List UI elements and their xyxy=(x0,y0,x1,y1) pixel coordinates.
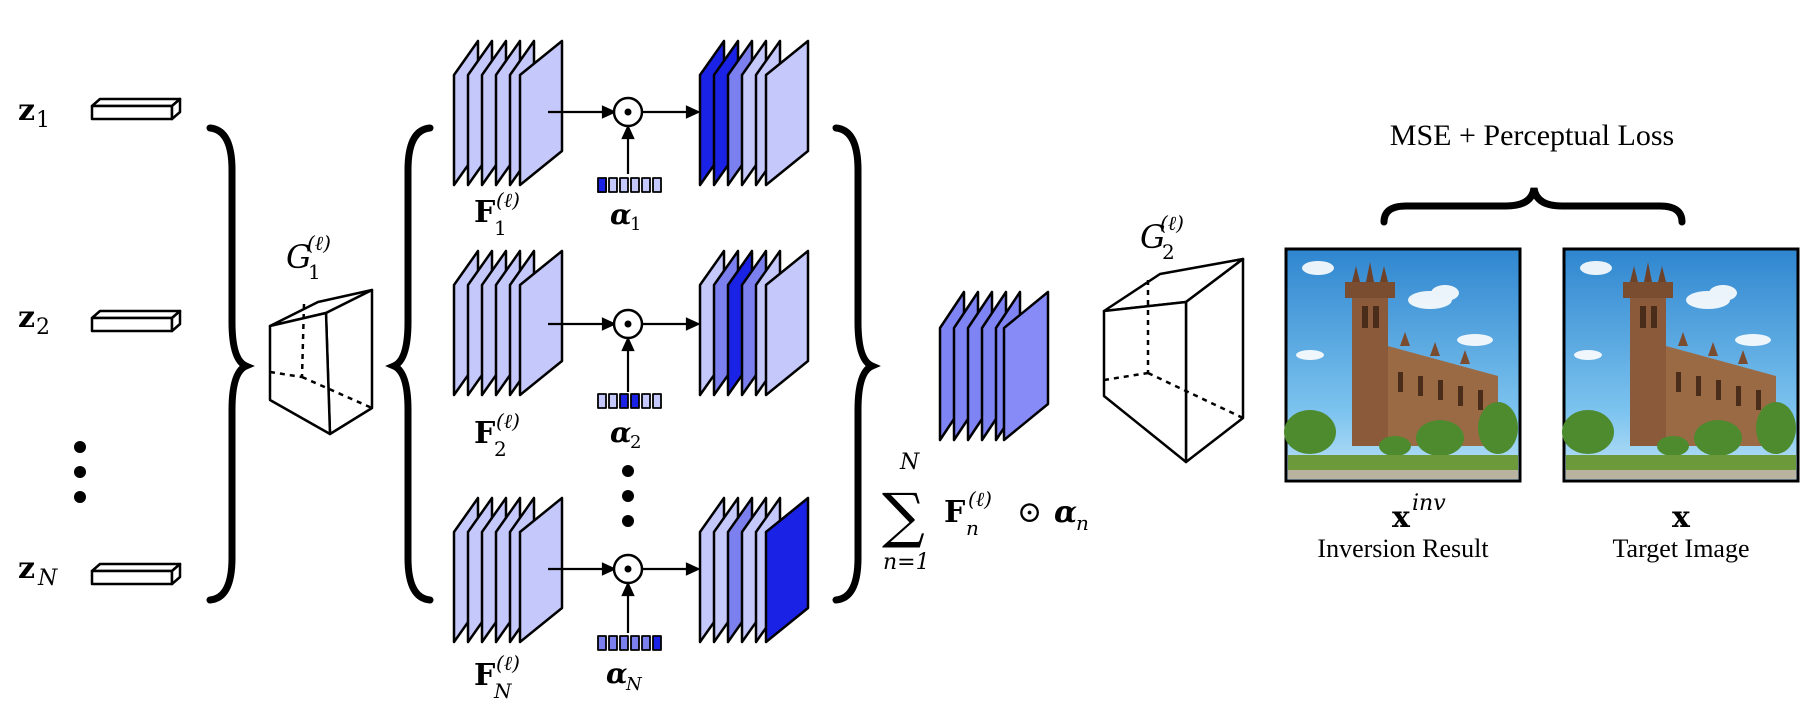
cloud-icon xyxy=(1296,261,1493,360)
inversion-result-symbol: x inv xyxy=(1392,491,1446,535)
svg-text:F: F xyxy=(944,495,965,530)
alpha-2-label: α 2 xyxy=(610,416,641,453)
weighted-stack-N xyxy=(698,496,810,644)
trees-icon xyxy=(1562,402,1796,456)
svg-text:G: G xyxy=(286,238,312,276)
alpha-weights-1 xyxy=(597,177,662,193)
svg-text:F: F xyxy=(474,195,495,230)
svg-text:2: 2 xyxy=(36,315,50,340)
svg-text:∑: ∑ xyxy=(882,481,925,551)
arrow-alpha1-to-op xyxy=(621,124,635,174)
latent-dots xyxy=(74,441,86,503)
loss-title: MSE + Perceptual Loss xyxy=(1390,119,1674,152)
latent-z1-bar xyxy=(90,97,182,121)
svg-text:(ℓ): (ℓ) xyxy=(496,651,520,675)
svg-text:1: 1 xyxy=(36,108,50,133)
arrow-f1-to-op xyxy=(548,105,617,119)
svg-text:F: F xyxy=(474,658,495,693)
svg-text:2: 2 xyxy=(630,432,641,453)
svg-text:α: α xyxy=(610,416,632,449)
latent-z2: z 2 xyxy=(18,300,182,340)
weighted-stack-1 xyxy=(698,39,810,187)
svg-text:1: 1 xyxy=(494,216,507,240)
latent-zN-bar xyxy=(90,562,182,586)
svg-text:z: z xyxy=(18,93,35,128)
svg-text:F: F xyxy=(474,416,495,451)
target-symbol: x xyxy=(1672,500,1691,535)
generator-g1-label: G 1 (ℓ) xyxy=(286,231,331,284)
hadamard-op-1 xyxy=(612,96,644,128)
features-right-brace xyxy=(832,124,881,604)
arrow-fN-to-op xyxy=(548,562,617,576)
svg-text:α: α xyxy=(606,657,628,690)
svg-text:n: n xyxy=(1076,511,1089,535)
church-icon xyxy=(1345,262,1498,446)
feature-1-label: F 1 (ℓ) xyxy=(474,188,520,240)
svg-text:⊙: ⊙ xyxy=(1017,495,1042,530)
weighted-stack-2 xyxy=(698,249,810,397)
svg-text:(ℓ): (ℓ) xyxy=(307,231,331,255)
feature-N-label: F N (ℓ) xyxy=(474,651,520,703)
svg-text:n=1: n=1 xyxy=(883,550,930,575)
alpha-N-label: α N xyxy=(606,657,643,695)
svg-text:n: n xyxy=(966,516,979,540)
arrow-alpha2-to-op xyxy=(621,336,635,392)
cloud-icon xyxy=(1574,261,1771,360)
svg-text:z: z xyxy=(18,551,35,586)
svg-text:inv: inv xyxy=(1412,491,1446,516)
generator-g1-block xyxy=(268,288,374,436)
svg-text:(ℓ): (ℓ) xyxy=(968,487,992,511)
hadamard-op-2 xyxy=(612,308,644,340)
arrow-opN-to-out xyxy=(642,562,701,576)
latent-z1: z 1 xyxy=(18,93,182,133)
alpha-weights-2 xyxy=(597,393,662,409)
arrow-op2-to-out xyxy=(642,317,701,331)
inversion-result-caption: Inversion Result xyxy=(1317,534,1489,563)
svg-text:2: 2 xyxy=(494,437,507,461)
arrow-f2-to-op xyxy=(548,317,617,331)
svg-text:(ℓ): (ℓ) xyxy=(496,188,520,212)
feature-stack-N xyxy=(452,496,564,644)
svg-text:x: x xyxy=(1392,500,1411,535)
svg-text:N: N xyxy=(37,566,58,591)
merged-feature-stack xyxy=(938,290,1050,442)
svg-text:1: 1 xyxy=(630,214,641,235)
svg-text:(ℓ): (ℓ) xyxy=(1160,211,1184,235)
svg-text:(ℓ): (ℓ) xyxy=(496,409,520,433)
svg-text:α: α xyxy=(610,198,632,231)
arrow-op1-to-out xyxy=(642,105,701,119)
hadamard-op-N xyxy=(612,553,644,585)
feature-dots xyxy=(622,465,634,527)
alpha-weights-N xyxy=(597,635,662,651)
target-image xyxy=(1562,247,1800,483)
features-left-brace xyxy=(385,124,434,604)
church-icon xyxy=(1623,262,1776,446)
arrow-alphaN-to-op xyxy=(621,581,635,633)
svg-text:2: 2 xyxy=(1162,240,1175,264)
generator-g2-block xyxy=(1102,257,1245,464)
feature-stack-2 xyxy=(452,249,564,397)
target-caption: Target Image xyxy=(1612,534,1749,563)
loss-brace xyxy=(1380,187,1686,226)
svg-text:1: 1 xyxy=(308,260,321,284)
svg-text:N: N xyxy=(899,450,920,475)
latent-zN: z N xyxy=(18,551,182,591)
latent-brace xyxy=(206,124,255,604)
feature-2-label: F 2 (ℓ) xyxy=(474,409,520,461)
latent-z2-bar xyxy=(90,309,182,333)
svg-text:z: z xyxy=(18,300,35,335)
generator-g2-label: G 2 (ℓ) xyxy=(1140,211,1184,264)
sum-formula: N ∑ n=1 F n (ℓ) ⊙ α n xyxy=(882,450,1089,575)
alpha-1-label: α 1 xyxy=(610,198,641,235)
trees-icon xyxy=(1284,402,1518,456)
svg-text:N: N xyxy=(493,679,513,703)
svg-text:α: α xyxy=(1054,495,1077,530)
svg-text:G: G xyxy=(1140,218,1166,256)
feature-stack-1 xyxy=(452,39,564,187)
inversion-result-image xyxy=(1284,247,1522,483)
svg-text:N: N xyxy=(625,674,643,695)
